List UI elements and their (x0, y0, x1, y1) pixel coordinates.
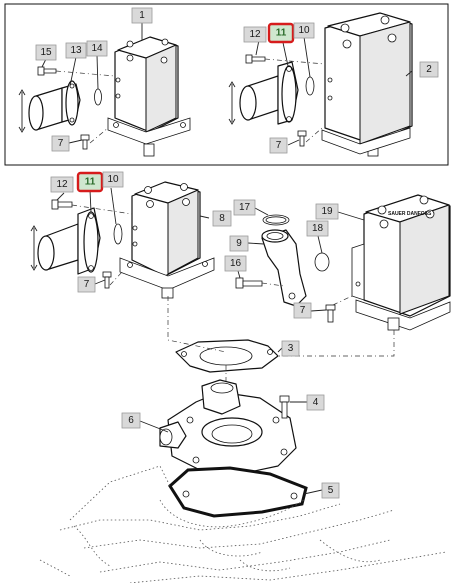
callout-10: 10 (102, 171, 124, 188)
bolt-12-mid (51, 199, 73, 210)
pump-assembly-8 (119, 181, 215, 299)
pump-assembly-1 (107, 36, 191, 157)
callout-19: 19 (315, 203, 339, 220)
leader-lines (41, 23, 413, 495)
svg-text:18: 18 (312, 223, 324, 234)
callout-7: 7 (51, 135, 70, 152)
o-ring-10-top (305, 76, 315, 96)
svg-text:5: 5 (328, 485, 334, 496)
inlet-flange-11-mid (37, 207, 101, 275)
callout-1: 1 (131, 7, 153, 24)
callout-3: 3 (281, 340, 300, 357)
callout-7: 7 (77, 276, 96, 293)
dimension-arrow-a (18, 89, 26, 133)
bolt-7-b (297, 130, 307, 147)
housing-6 (159, 379, 297, 475)
svg-text:12: 12 (249, 29, 261, 40)
inset-frame (4, 3, 449, 166)
callout-8: 8 (212, 210, 232, 227)
svg-text:6: 6 (128, 415, 134, 426)
callout-12: 12 (243, 26, 267, 43)
svg-text:7: 7 (300, 305, 306, 316)
o-ring-18 (314, 252, 330, 272)
svg-text:16: 16 (230, 258, 242, 269)
pump-assembly-2 (321, 12, 413, 157)
svg-text:4: 4 (313, 397, 319, 408)
svg-text:13: 13 (70, 45, 82, 56)
dimension-arrow-b (228, 81, 236, 125)
callout-2: 2 (419, 61, 439, 78)
callout-17: 17 (233, 199, 256, 216)
callout-7: 7 (269, 137, 288, 154)
callout-18: 18 (306, 220, 329, 237)
o-ring-14 (94, 88, 102, 106)
callout-7: 7 (293, 302, 312, 319)
svg-text:11: 11 (85, 177, 96, 188)
inlet-flange-11-top (239, 61, 299, 125)
o-ring-10-mid (113, 223, 123, 245)
bolt-12-top (245, 54, 266, 64)
bolt-16 (235, 277, 263, 289)
gasket-5 (168, 466, 308, 518)
callout-13: 13 (65, 42, 87, 59)
svg-text:14: 14 (91, 43, 103, 54)
callout-15: 15 (35, 44, 57, 61)
elbow-adapter-9 (261, 229, 307, 307)
svg-text:8: 8 (219, 213, 225, 224)
svg-text:7: 7 (84, 279, 90, 290)
svg-text:SAUER DANFOSS: SAUER DANFOSS (388, 211, 432, 217)
bolt-7-d (325, 304, 336, 323)
svg-text:12: 12 (56, 179, 68, 190)
bolt-7-a (80, 134, 90, 150)
pump-assembly-19: SAUER DANFOSS (351, 194, 451, 331)
callout-11-highlighted: 11 (76, 171, 104, 193)
callout-5: 5 (321, 482, 340, 499)
svg-text:3: 3 (288, 343, 294, 354)
callout-14: 14 (86, 40, 108, 57)
callout-9: 9 (229, 235, 249, 252)
svg-text:10: 10 (107, 174, 119, 185)
callout-11-highlighted: 11 (267, 22, 295, 44)
svg-text:19: 19 (321, 206, 333, 217)
svg-text:9: 9 (236, 238, 242, 249)
dimension-arrow-c (30, 225, 38, 271)
inlet-flange-13 (28, 80, 81, 131)
bolt-7-c (102, 271, 112, 289)
callout-4: 4 (306, 394, 325, 411)
svg-text:10: 10 (298, 25, 310, 36)
svg-text:17: 17 (239, 202, 251, 213)
svg-text:1: 1 (139, 10, 145, 21)
callout-16: 16 (224, 255, 247, 272)
svg-text:7: 7 (276, 140, 282, 151)
bolt-4 (279, 395, 290, 419)
svg-text:2: 2 (426, 64, 432, 75)
transmission-housing-outline (39, 465, 447, 583)
callout-6: 6 (121, 412, 141, 429)
svg-text:7: 7 (58, 138, 64, 149)
svg-text:11: 11 (276, 28, 287, 39)
callout-10: 10 (293, 22, 315, 39)
svg-text:15: 15 (40, 47, 52, 58)
bolt-15 (37, 66, 57, 76)
callout-12: 12 (50, 176, 74, 193)
